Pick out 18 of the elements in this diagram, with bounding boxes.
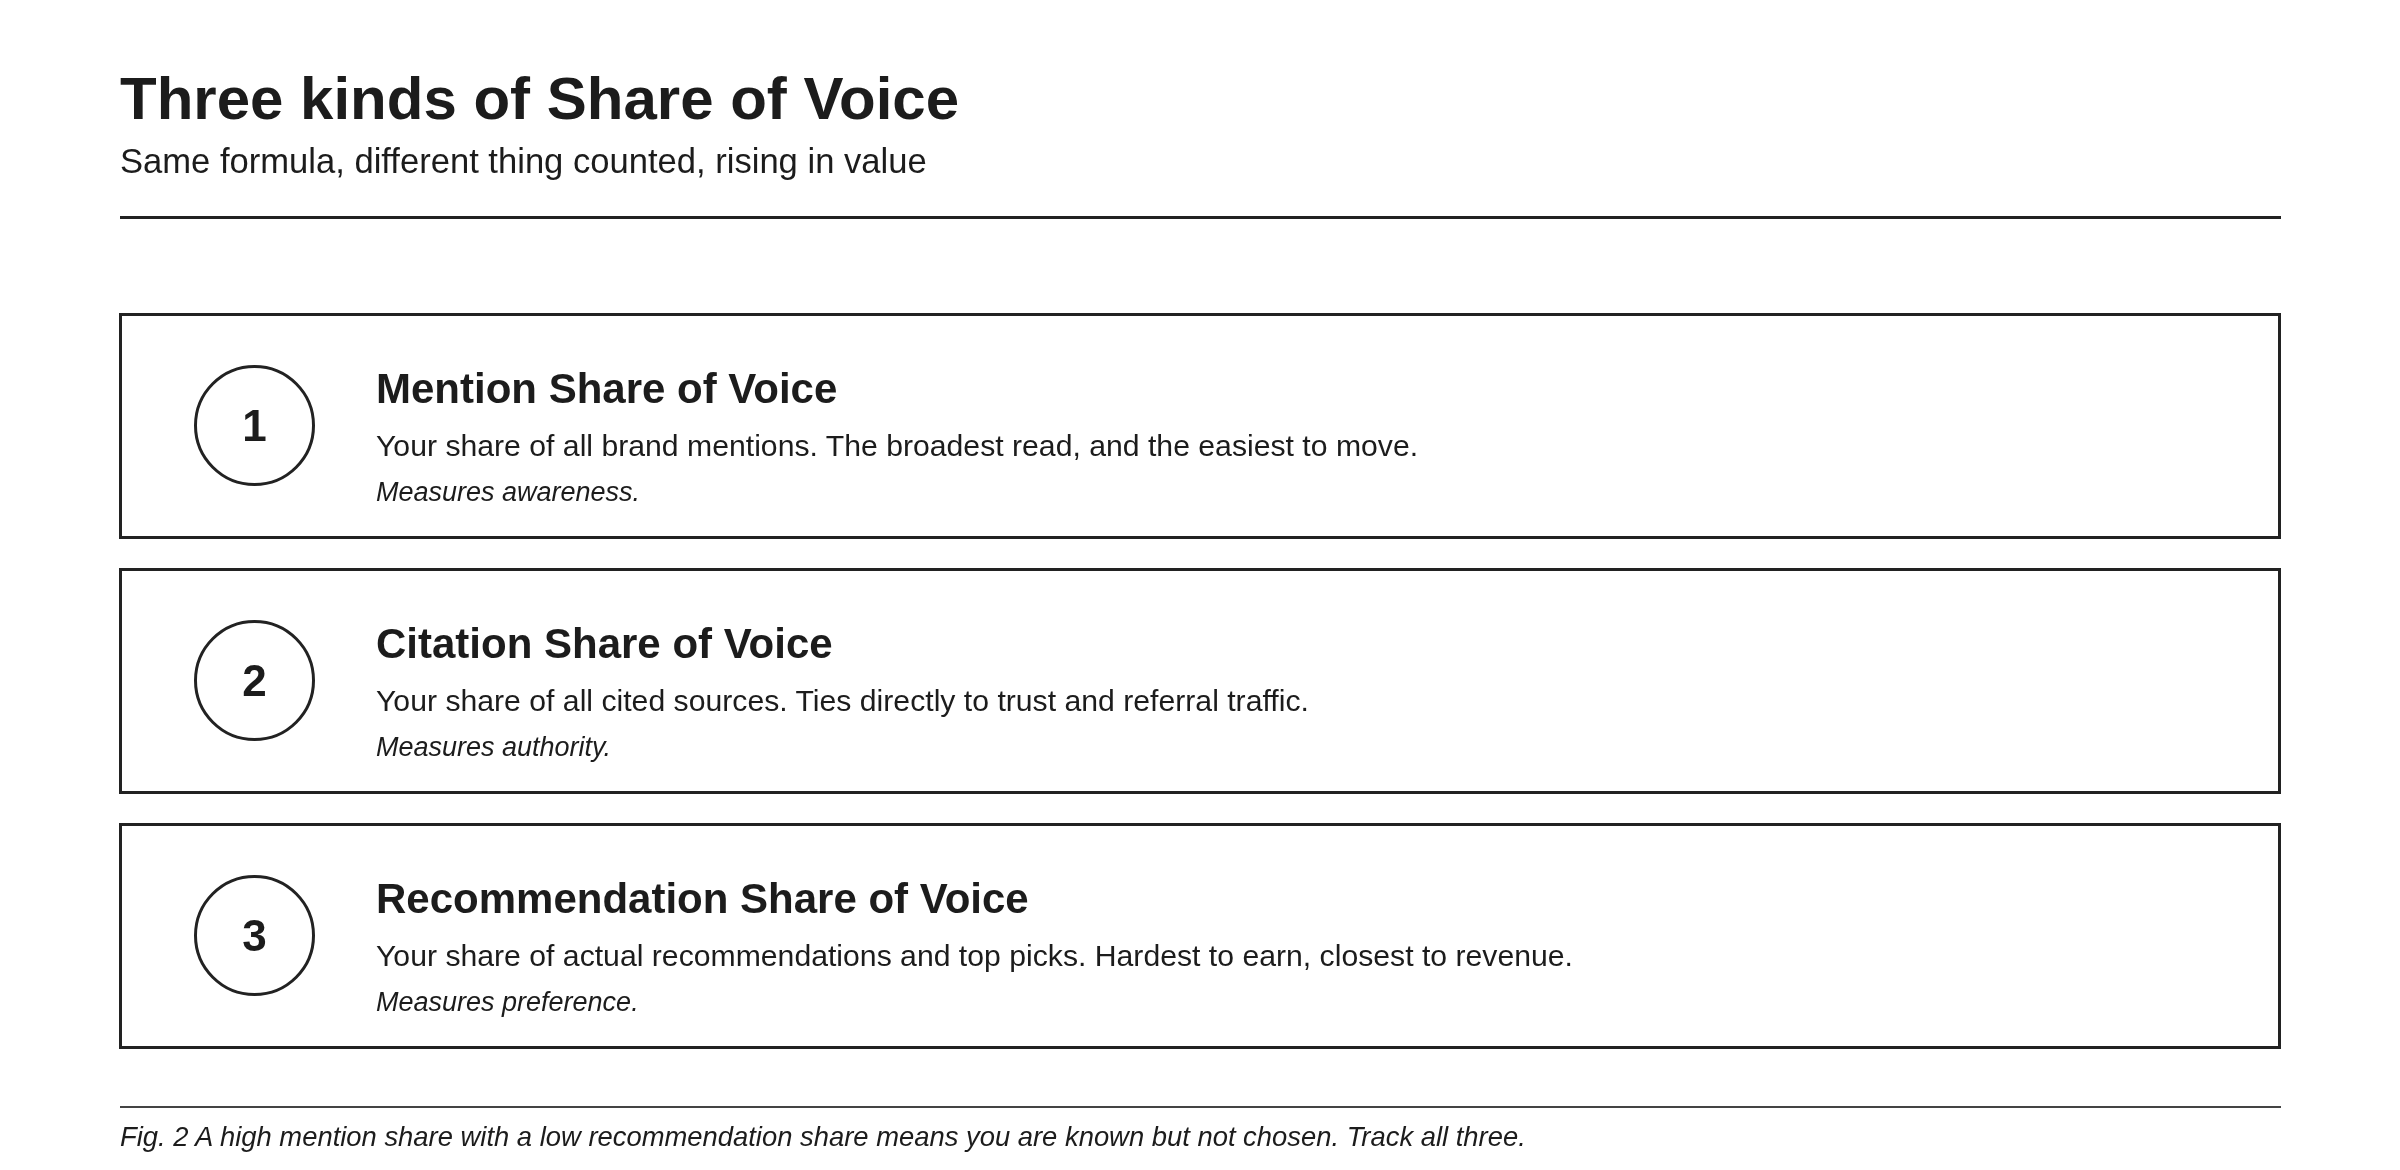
figure-caption: Fig. 2 A high mention share with a low recommendation share means you are known but not chosen. Track all three. (120, 1121, 1526, 1154)
tier-card (119, 313, 2281, 539)
card-description: Your share of actual recommendations and top picks. Hardest to earn, closest to revenue. (376, 938, 1573, 975)
card-note: Measures awareness. (376, 475, 641, 508)
card-heading: Citation Share of Voice (376, 619, 833, 669)
page-title: Three kinds of Share of Voice (120, 64, 960, 134)
card-note: Measures authority. (376, 730, 612, 763)
card-note: Measures preference. (376, 985, 639, 1018)
step-number: 1 (242, 403, 267, 448)
page-subtitle: Same formula, different thing counted, rising in value (120, 141, 927, 182)
card-description: Your share of all cited sources. Ties directly to trust and referral traffic. (376, 683, 1309, 720)
card-heading: Recommendation Share of Voice (376, 874, 1029, 924)
card-heading: Mention Share of Voice (376, 364, 838, 414)
step-number: 2 (242, 658, 267, 703)
card-description: Your share of all brand mentions. The broadest read, and the easiest to move. (376, 428, 1419, 465)
step-number: 3 (242, 913, 267, 958)
tier-card (119, 823, 2281, 1049)
tier-card (119, 568, 2281, 794)
